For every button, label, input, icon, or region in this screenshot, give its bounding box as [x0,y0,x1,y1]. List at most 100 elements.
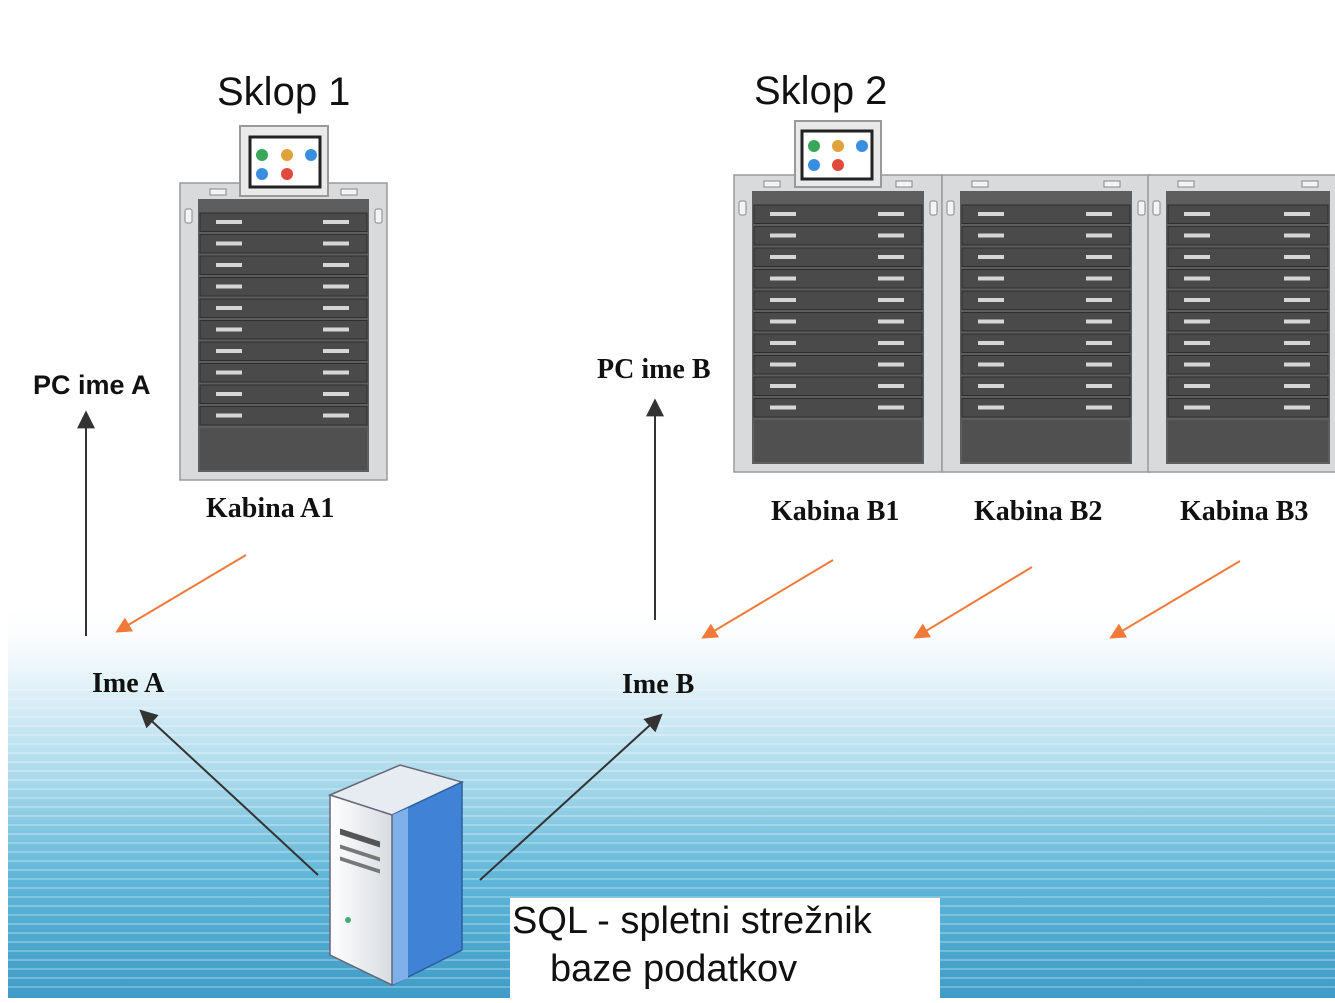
pc-b-label: PC ime B [597,354,711,385]
drawer [753,247,923,267]
drawer-handle [978,212,1004,216]
drawer-handle [978,341,1004,345]
drawer [753,312,923,332]
drawer-handle [878,255,904,259]
drawer-handle [1086,233,1112,238]
drawer-handle [1284,384,1310,388]
drawer [961,269,1131,289]
database-b-label: Ime B [622,669,695,700]
drawer-handle [216,284,242,289]
pc-a-label: PC ime A [33,370,151,400]
drawer-handle [878,384,904,388]
drawer-handle [770,233,796,238]
drawer-handle [978,319,1004,324]
drawer [1167,312,1329,332]
drawer-handle [1284,255,1310,259]
drawer-handle [1284,319,1310,324]
drawer-handle [1086,212,1112,216]
server-label-line-2: baze podatkov [550,948,798,990]
arrow-server-to-ime-b [479,713,663,881]
drawer [961,398,1131,418]
cabinet-b2-unit [941,174,1151,473]
drawer-handle [978,405,1004,410]
drawer [199,298,368,318]
drawer-handle [1184,341,1210,345]
drawer-handle [216,263,242,267]
drawer [1167,398,1329,418]
drawer [1167,376,1329,396]
drawer-handle [1284,276,1310,281]
drawer [753,376,923,396]
drawer-handle [323,392,349,396]
cabinet-a1-graphic [179,182,388,481]
drawer [1167,355,1329,375]
drawer [199,384,368,404]
drawer-handle [878,212,904,216]
arrow-cabinet-b1-to-ime-b [701,559,834,639]
drawer-handle [770,319,796,324]
arrow-server-to-ime-a [139,709,319,876]
drawer [199,255,368,275]
drawer [961,376,1131,396]
drawer [199,320,368,340]
cabinet-b1-unit [733,174,943,473]
drawer-handle [323,370,349,375]
drawer [199,212,368,232]
cabinet-b3-unit [1147,174,1335,473]
drawer-handle [1086,298,1112,302]
arrow-cabinet-b2-to-ime-b [913,566,1033,639]
cabinet-touchscreen-icon [794,120,882,188]
database-server-icon [327,764,465,987]
drawer-handle [978,233,1004,238]
drawer-handle [878,233,904,238]
drawer-handle [1184,362,1210,367]
drawer-handle [216,327,242,332]
drawer-handle [1284,212,1310,216]
drawer [753,226,923,246]
drawer-handle [1086,319,1112,324]
drawer [961,355,1131,375]
drawer-handle [323,241,349,246]
drawer [753,204,923,224]
drawer-handle [1086,384,1112,388]
drawer-handle [1184,405,1210,410]
drawer-handle [323,220,349,224]
drawer [1167,269,1329,289]
cluster-2-title: Sklop 2 [754,69,888,113]
drawer-handle [216,413,242,418]
drawer-handle [1086,341,1112,345]
drawer-handle [1284,362,1310,367]
drawer-handle [1184,255,1210,259]
drawer-handle [1184,319,1210,324]
cabinet-b-group-graphic [733,174,1335,473]
cluster-1-title: Sklop 1 [217,70,351,114]
drawer-handle [216,349,242,353]
server-label-box [510,898,940,998]
drawer [199,406,368,426]
drawer-handle [770,384,796,388]
drawer-handle [1086,255,1112,259]
cabinet-a1-label: Kabina A1 [206,493,335,524]
drawer-handle [1284,233,1310,238]
drawer [199,277,368,297]
drawer [753,398,923,418]
drawer-handle [978,255,1004,259]
drawer-handle [216,306,242,310]
drawer-handle [1086,276,1112,281]
drawer-handle [1184,384,1210,388]
drawer-handle [1086,405,1112,410]
water-ripples [8,689,1335,988]
drawer [753,333,923,353]
drawer-handle [1184,276,1210,281]
drawer [1167,204,1329,224]
drawer-handle [1184,298,1210,302]
arrow-cabinet-b3-to-ime-b [1109,560,1241,639]
drawer-handle [1284,405,1310,410]
drawer-handle [323,306,349,310]
drawer-handle [216,241,242,246]
drawer-handle [878,405,904,410]
drawer-handle [323,263,349,267]
drawer-handle [878,276,904,281]
